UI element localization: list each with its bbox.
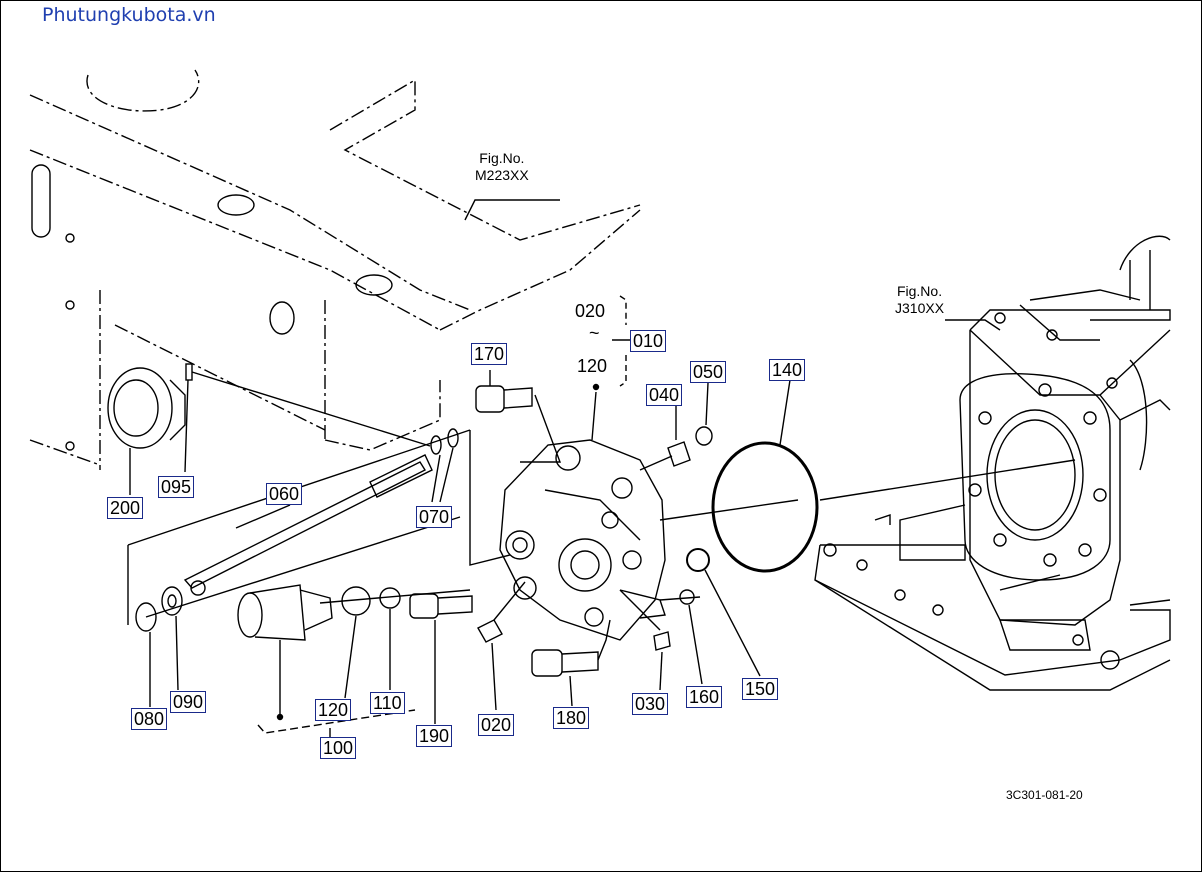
oring-part-140	[711, 441, 819, 573]
part-label-120[interactable]: 120	[315, 699, 352, 721]
part-label-080[interactable]: 080	[131, 708, 168, 730]
pin-part-095	[185, 363, 193, 381]
figure-ref-m223: Fig.No. M223XX	[475, 150, 529, 184]
part-label-180[interactable]: 180	[553, 707, 590, 729]
part-label-100[interactable]: 100	[320, 737, 357, 759]
part-label-150[interactable]: 150	[742, 678, 779, 700]
washer-part-080	[135, 602, 157, 632]
bolt-part-180	[531, 649, 599, 677]
figure-ref-j310-line1: Fig.No.	[896, 283, 943, 299]
figure-ref-m223-line2: M223XX	[475, 167, 529, 183]
part-label-040[interactable]: 040	[646, 384, 683, 406]
setscrew-part-020	[477, 619, 503, 643]
part-label-200[interactable]: 200	[107, 497, 144, 519]
part-label-030[interactable]: 030	[632, 693, 669, 715]
oring-part-070a	[430, 435, 442, 455]
part-label-110[interactable]: 110	[370, 692, 405, 714]
figure-ref-m223-line1: Fig.No.	[479, 150, 525, 166]
part-label-190[interactable]: 190	[416, 725, 453, 747]
part-label-010[interactable]: 010	[630, 330, 667, 352]
figure-ref-j310-line2: J310XX	[895, 300, 945, 316]
fitting-part-040	[667, 441, 691, 467]
part-label-160[interactable]: 160	[686, 686, 723, 708]
range-label-from: 020	[575, 301, 606, 321]
part-label-170[interactable]: 170	[471, 343, 508, 365]
housing-body-part-010	[499, 439, 666, 641]
part-label-020[interactable]: 020	[478, 714, 515, 736]
frame-casting-outline	[29, 69, 641, 470]
screw-part-030	[653, 631, 671, 651]
transmission-base-outline	[814, 504, 1171, 691]
transmission-case-outline	[959, 235, 1171, 626]
watermark-text: Phutungkubota.vn	[42, 4, 216, 26]
oring-part-070b	[447, 428, 459, 448]
washer-part-090	[161, 586, 183, 616]
part-label-070[interactable]: 070	[416, 506, 453, 528]
part-label-095[interactable]: 095	[158, 476, 195, 498]
valve-assembly-part-100	[237, 584, 333, 641]
figure-ref-j310: Fig.No. J310XX	[895, 283, 944, 317]
drawing-id: 3C301-081-20	[1006, 788, 1083, 802]
shaft-part-060	[183, 454, 433, 596]
part-label-060[interactable]: 060	[266, 483, 303, 505]
oring-part-150	[686, 548, 710, 572]
plug-part-190	[409, 593, 473, 619]
part-label-140[interactable]: 140	[769, 359, 806, 381]
knob-part-200	[107, 367, 186, 449]
frame-holes	[31, 164, 393, 451]
washer-part-050	[695, 426, 713, 446]
part-label-050[interactable]: 050	[690, 361, 727, 383]
range-label-to: 120	[577, 356, 608, 376]
bolt-part-170	[475, 385, 533, 413]
part-label-090[interactable]: 090	[170, 691, 207, 713]
range-label-tilde: ~	[589, 323, 600, 343]
